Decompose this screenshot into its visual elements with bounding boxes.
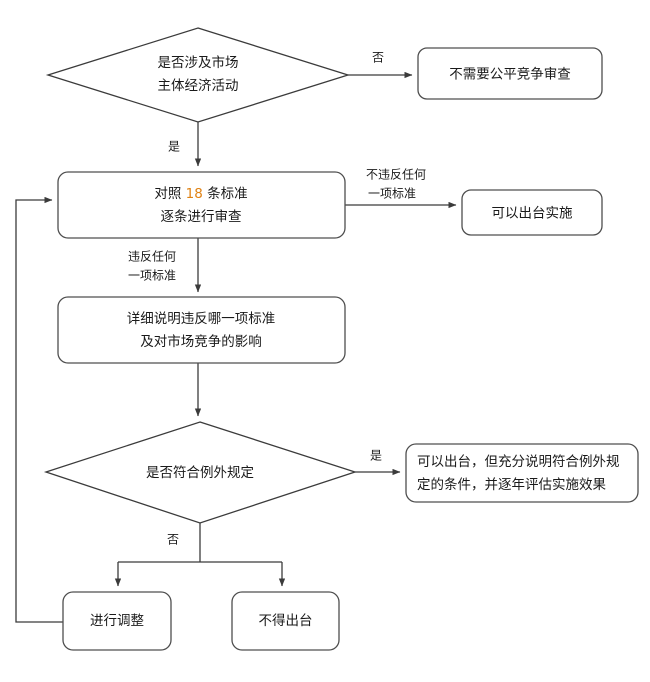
node-make-adjustment-label: 进行调整 xyxy=(90,613,144,629)
edge-label-market-no: 否 xyxy=(372,51,384,65)
decision-exception xyxy=(43,421,358,524)
edge-label-exception-no: 否 xyxy=(167,533,179,547)
node-may-issue-with-conditions xyxy=(405,443,639,503)
node-make-adjustment xyxy=(62,591,172,651)
node-must-not-issue-label: 不得出台 xyxy=(259,612,313,629)
edge-label-market-yes: 是 xyxy=(168,140,180,154)
edge-label-no-violation-line1: 不违反任何 xyxy=(366,168,426,182)
review-prefix: 对照 xyxy=(154,186,185,202)
edge-label-no-violation-line2: 一项标准 xyxy=(368,187,416,201)
node-may-implement xyxy=(461,189,603,236)
node-must-not-issue xyxy=(231,591,340,651)
node-may-issue-line2: 定的条件，并逐年评估实施效果 xyxy=(417,476,606,493)
edge-label-has-violation-line2: 一项标准 xyxy=(128,269,176,283)
node-no-review-needed xyxy=(417,47,603,100)
node-may-issue-line1: 可以出台，但充分说明符合例外规 xyxy=(417,454,620,470)
node-explain-violation xyxy=(57,296,346,364)
decision-market-activity-line2: 主体经济活动 xyxy=(158,78,239,94)
review-number: 18 xyxy=(186,186,203,202)
node-review-18-line2: 逐条进行审查 xyxy=(161,208,242,225)
review-suffix: 条标准 xyxy=(203,185,248,202)
node-explain-violation-line1: 详细说明违反哪一项标准 xyxy=(127,311,276,327)
decision-market-activity-line1: 是否涉及市场 xyxy=(158,54,239,71)
edge-feedback-loop xyxy=(15,196,63,623)
node-explain-violation-line2: 及对市场竞争的影响 xyxy=(140,333,262,350)
node-may-implement-label: 可以出台实施 xyxy=(492,206,573,222)
edge-label-exception-yes: 是 xyxy=(370,449,382,463)
node-review-18-line1: 对照 18 条标准 xyxy=(154,185,247,202)
decision-exception-label: 是否符合例外规定 xyxy=(146,465,254,481)
node-no-review-needed-label: 不需要公平竞争审查 xyxy=(449,66,571,83)
decision-market-activity xyxy=(45,27,351,123)
edge-label-has-violation-line1: 违反任何 xyxy=(128,250,176,264)
node-review-18-standards xyxy=(57,171,346,239)
